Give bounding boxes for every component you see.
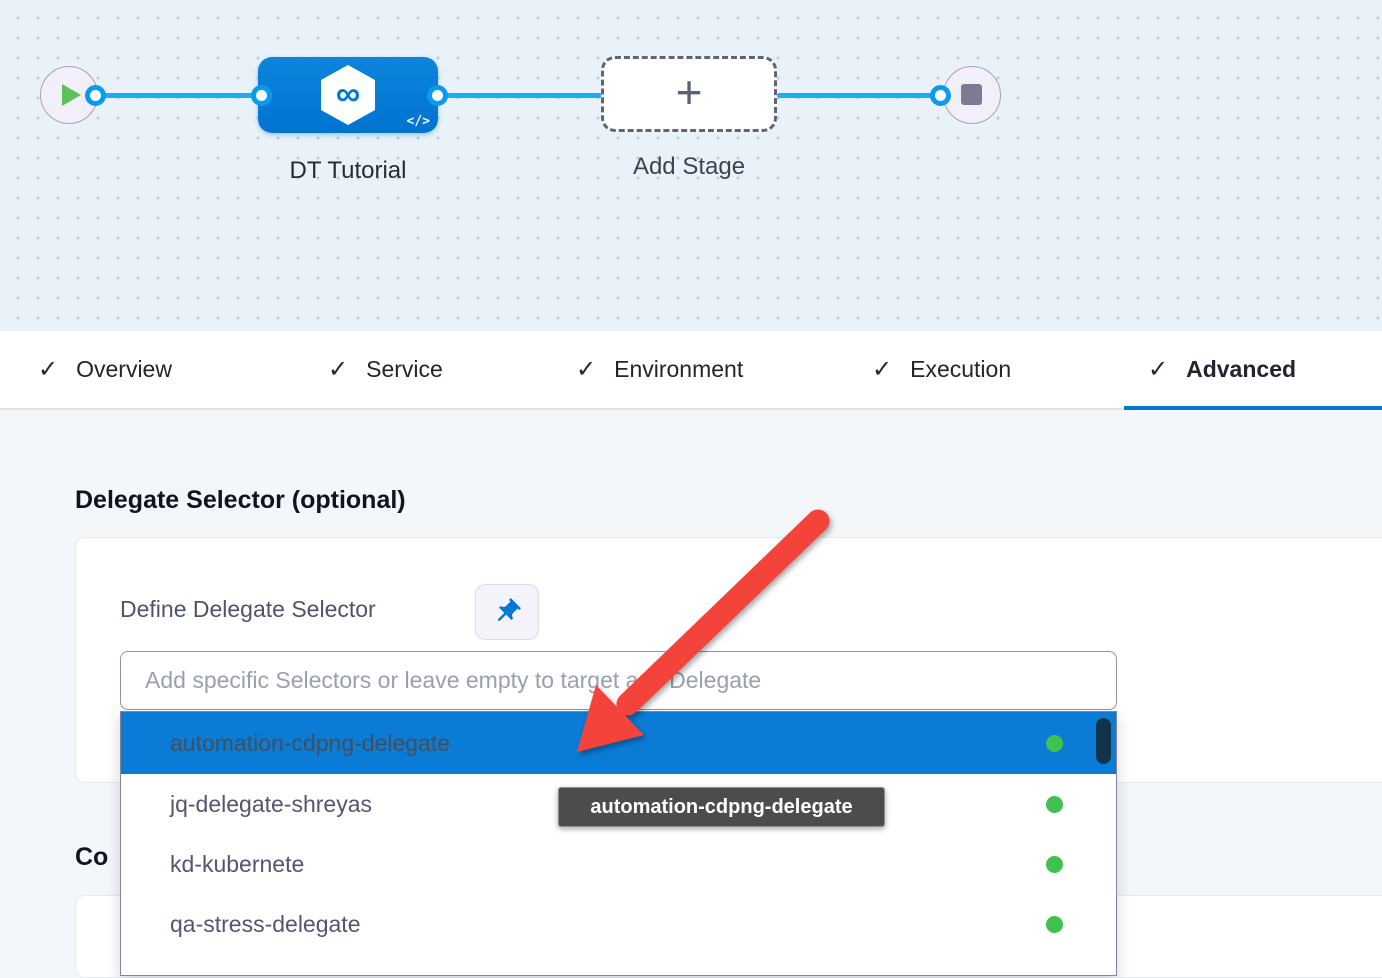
add-stage-label: Add Stage <box>632 153 746 180</box>
tab-label: Overview <box>76 356 172 382</box>
tab-execution[interactable]: ✓ Execution <box>872 331 1011 408</box>
node-port <box>930 85 951 106</box>
tab-label: Execution <box>910 356 1012 382</box>
connector-line <box>777 93 943 98</box>
tab-environment[interactable]: ✓ Environment <box>576 331 743 408</box>
option-label: kd-kubernete <box>170 850 305 877</box>
check-icon: ✓ <box>38 356 59 383</box>
tab-overview[interactable]: ✓ Overview <box>38 331 172 408</box>
add-stage-button[interactable]: + <box>601 56 777 132</box>
node-port <box>251 85 272 106</box>
delegate-selector-input[interactable] <box>120 651 1117 710</box>
node-port <box>427 85 448 106</box>
tab-label: Advanced <box>1186 356 1297 382</box>
check-icon: ✓ <box>576 356 597 383</box>
plus-icon: + <box>675 66 703 118</box>
status-dot-green <box>1046 796 1063 813</box>
infinity-glyph: ∞ <box>335 74 361 113</box>
check-icon: ✓ <box>872 356 893 383</box>
option-label: automation-cdpng-delegate <box>170 729 451 756</box>
define-delegate-selector-label: Define Delegate Selector <box>120 596 376 622</box>
play-icon <box>62 84 81 106</box>
tooltip-text: automation-cdpng-delegate <box>590 795 853 818</box>
delegate-selector-dropdown: automation-cdpng-delegate jq-delegate-sh… <box>120 711 1117 976</box>
status-dot-green <box>1046 735 1063 752</box>
dropdown-option-jq-delegate-shreyas[interactable]: jq-delegate-shreyas <box>121 774 1116 834</box>
connector-line <box>438 93 602 98</box>
dropdown-option-kd-kubernete[interactable]: kd-kubernete <box>121 834 1116 894</box>
node-port <box>85 85 106 106</box>
stage-label: DT Tutorial <box>289 157 407 184</box>
dropdown-option-automation-cdpng-delegate[interactable]: automation-cdpng-delegate <box>121 712 1116 774</box>
stop-icon <box>961 84 982 105</box>
pipeline-end-node[interactable] <box>943 66 1001 124</box>
tab-advanced[interactable]: ✓ Advanced <box>1148 331 1296 408</box>
stage-node-dt-tutorial[interactable]: ∞ </> <box>258 57 438 133</box>
code-icon[interactable]: </> <box>406 114 430 129</box>
stage-config-tabbar: ✓ Overview ✓ Service ✓ Environment ✓ Exe… <box>0 331 1382 410</box>
pushpin-icon <box>498 598 521 621</box>
partial-section-heading: Co <box>75 843 109 871</box>
active-tab-indicator <box>1124 406 1382 410</box>
delegate-tooltip: automation-cdpng-delegate <box>558 787 885 827</box>
pin-button[interactable] <box>475 584 539 640</box>
dropdown-option-qa-stress-delegate[interactable]: qa-stress-delegate <box>121 894 1116 954</box>
pipeline-canvas: ∞ </> DT Tutorial + Add Stage <box>0 0 1382 332</box>
status-dot-green <box>1046 856 1063 873</box>
tab-label: Environment <box>614 356 744 382</box>
dropdown-scrollbar-thumb[interactable] <box>1096 718 1111 764</box>
option-label: qa-stress-delegate <box>170 910 361 937</box>
option-label: jq-delegate-shreyas <box>170 790 373 817</box>
check-icon: ✓ <box>1148 356 1169 383</box>
status-dot-green <box>1046 916 1063 933</box>
tab-service[interactable]: ✓ Service <box>328 331 443 408</box>
advanced-tab-content: Delegate Selector (optional) Define Dele… <box>0 410 1382 978</box>
harness-stage-icon: ∞ <box>321 65 375 125</box>
delegate-selector-heading: Delegate Selector (optional) <box>75 486 406 514</box>
connector-line <box>96 93 262 98</box>
check-icon: ✓ <box>328 356 349 383</box>
tab-label: Service <box>366 356 443 382</box>
